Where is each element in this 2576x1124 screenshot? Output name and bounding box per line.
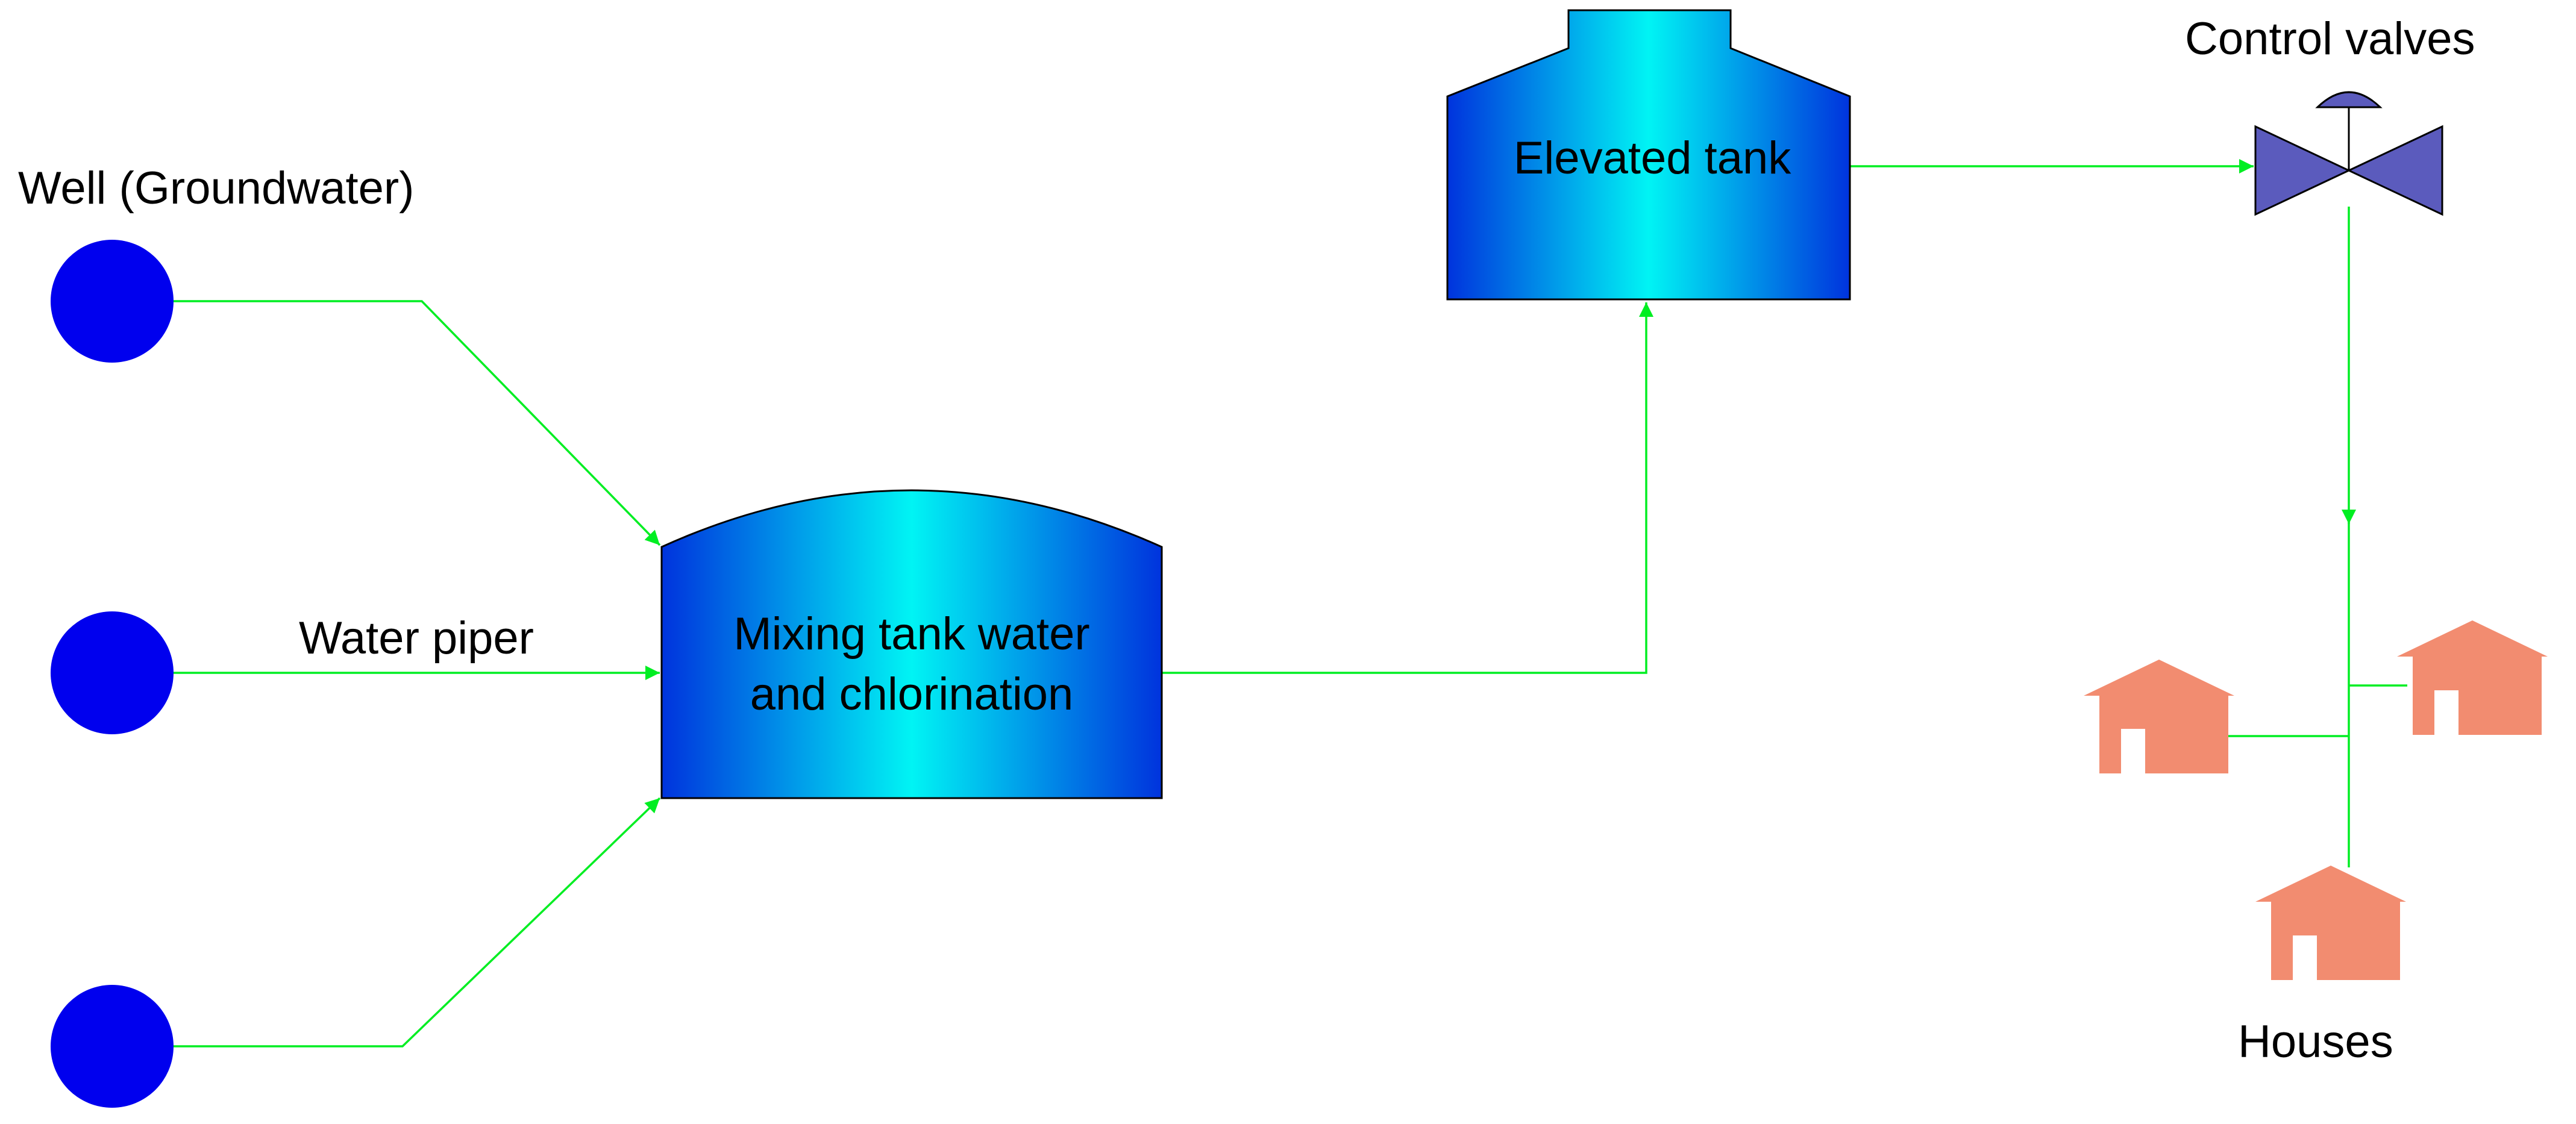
pipe-well-bottom-to-mixing-tank: [172, 797, 661, 1048]
house-left-icon: [2084, 660, 2234, 773]
valve-actuator-dome: [2315, 91, 2383, 108]
elevated-tank-icon: [1446, 9, 1851, 301]
house-bottom-icon: [2255, 866, 2406, 980]
houses-label: Houses: [2238, 1016, 2393, 1067]
well-middle-circle-icon: [51, 611, 174, 734]
control-valve-icon: [2254, 91, 2443, 216]
houses: [2084, 620, 2548, 980]
pipe-mixing-tank-to-elevated-tank: [1162, 302, 1653, 674]
wells: [51, 240, 174, 1108]
wells-label: Well (Groundwater): [18, 163, 414, 214]
well-top-circle-icon: [51, 240, 174, 363]
house-right-icon: [2397, 620, 2548, 735]
mixing-tank-label-line2: and chlorination: [750, 669, 1074, 720]
elevated-tank-label: Elevated tank: [1514, 133, 1792, 184]
labels: Well (Groundwater) Water piper Mixing ta…: [18, 13, 2475, 1067]
mixing-tank-label-line1: Mixing tank water: [733, 608, 1089, 660]
valve-body-left: [2254, 125, 2351, 216]
pipe-well-top-to-mixing-tank: [172, 300, 661, 546]
pipes: [172, 159, 2407, 1048]
water-piper-label: Water piper: [299, 613, 534, 664]
well-bottom-circle-icon: [51, 985, 174, 1108]
mixing-tank-icon: [660, 489, 1163, 799]
control-valves-label: Control valves: [2185, 13, 2475, 64]
valve-body-right: [2346, 125, 2443, 216]
